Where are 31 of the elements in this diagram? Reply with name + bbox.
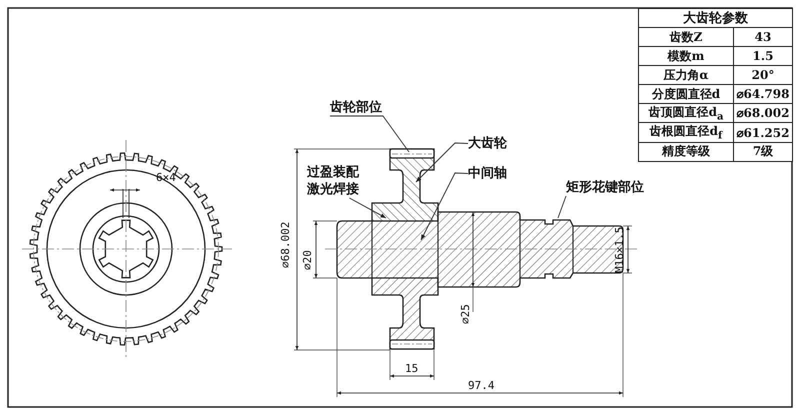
parameter-cell: 齿数Z xyxy=(638,28,734,46)
value-cell: ⌀68.002 xyxy=(734,104,792,123)
parameter-cell: 分度圆直径d xyxy=(638,84,734,104)
callout-label: 大齿轮 xyxy=(468,135,507,152)
value-cell: 1.5 xyxy=(734,46,792,66)
parameter-cell: 压力角α xyxy=(638,66,734,84)
parameter-cell: 精度等级 xyxy=(638,142,734,162)
dimension-text: ⌀20 xyxy=(302,250,314,270)
callout-label: 中间轴 xyxy=(468,165,507,182)
leader-line xyxy=(558,196,566,218)
dimension-text: M16×1.5 xyxy=(614,226,626,273)
value-cell: 20° xyxy=(734,66,792,84)
parameter-cell: 齿顶圆直径d$_{a}$ xyxy=(638,104,734,123)
value-cell: ⌀61.252 xyxy=(734,122,792,142)
leader-line xyxy=(416,142,468,182)
parameter-cell: 模数m xyxy=(638,46,734,66)
leader-line xyxy=(330,116,410,152)
callout-label: 矩形花键部位 xyxy=(566,179,644,196)
parameter-cell: 齿根圆直径d$_{f}$ xyxy=(638,122,734,142)
value-cell: 43 xyxy=(734,28,792,46)
value-cell: ⌀64.798 xyxy=(734,84,792,104)
leader-line xyxy=(348,198,386,218)
callout-label: 齿轮部位 xyxy=(330,99,382,116)
dimension-text: 97.4 xyxy=(468,380,494,392)
table-title-cell: 大齿轮参数 xyxy=(638,8,792,28)
value-cell: 7级 xyxy=(734,142,792,162)
callout-label: 过盈装配激光焊接 xyxy=(307,164,360,198)
leader-line xyxy=(420,172,468,240)
dimension-text: ⌀68.002 xyxy=(280,222,292,268)
dimension-text: ⌀25 xyxy=(460,304,472,324)
dimension-text: 15 xyxy=(405,363,418,375)
